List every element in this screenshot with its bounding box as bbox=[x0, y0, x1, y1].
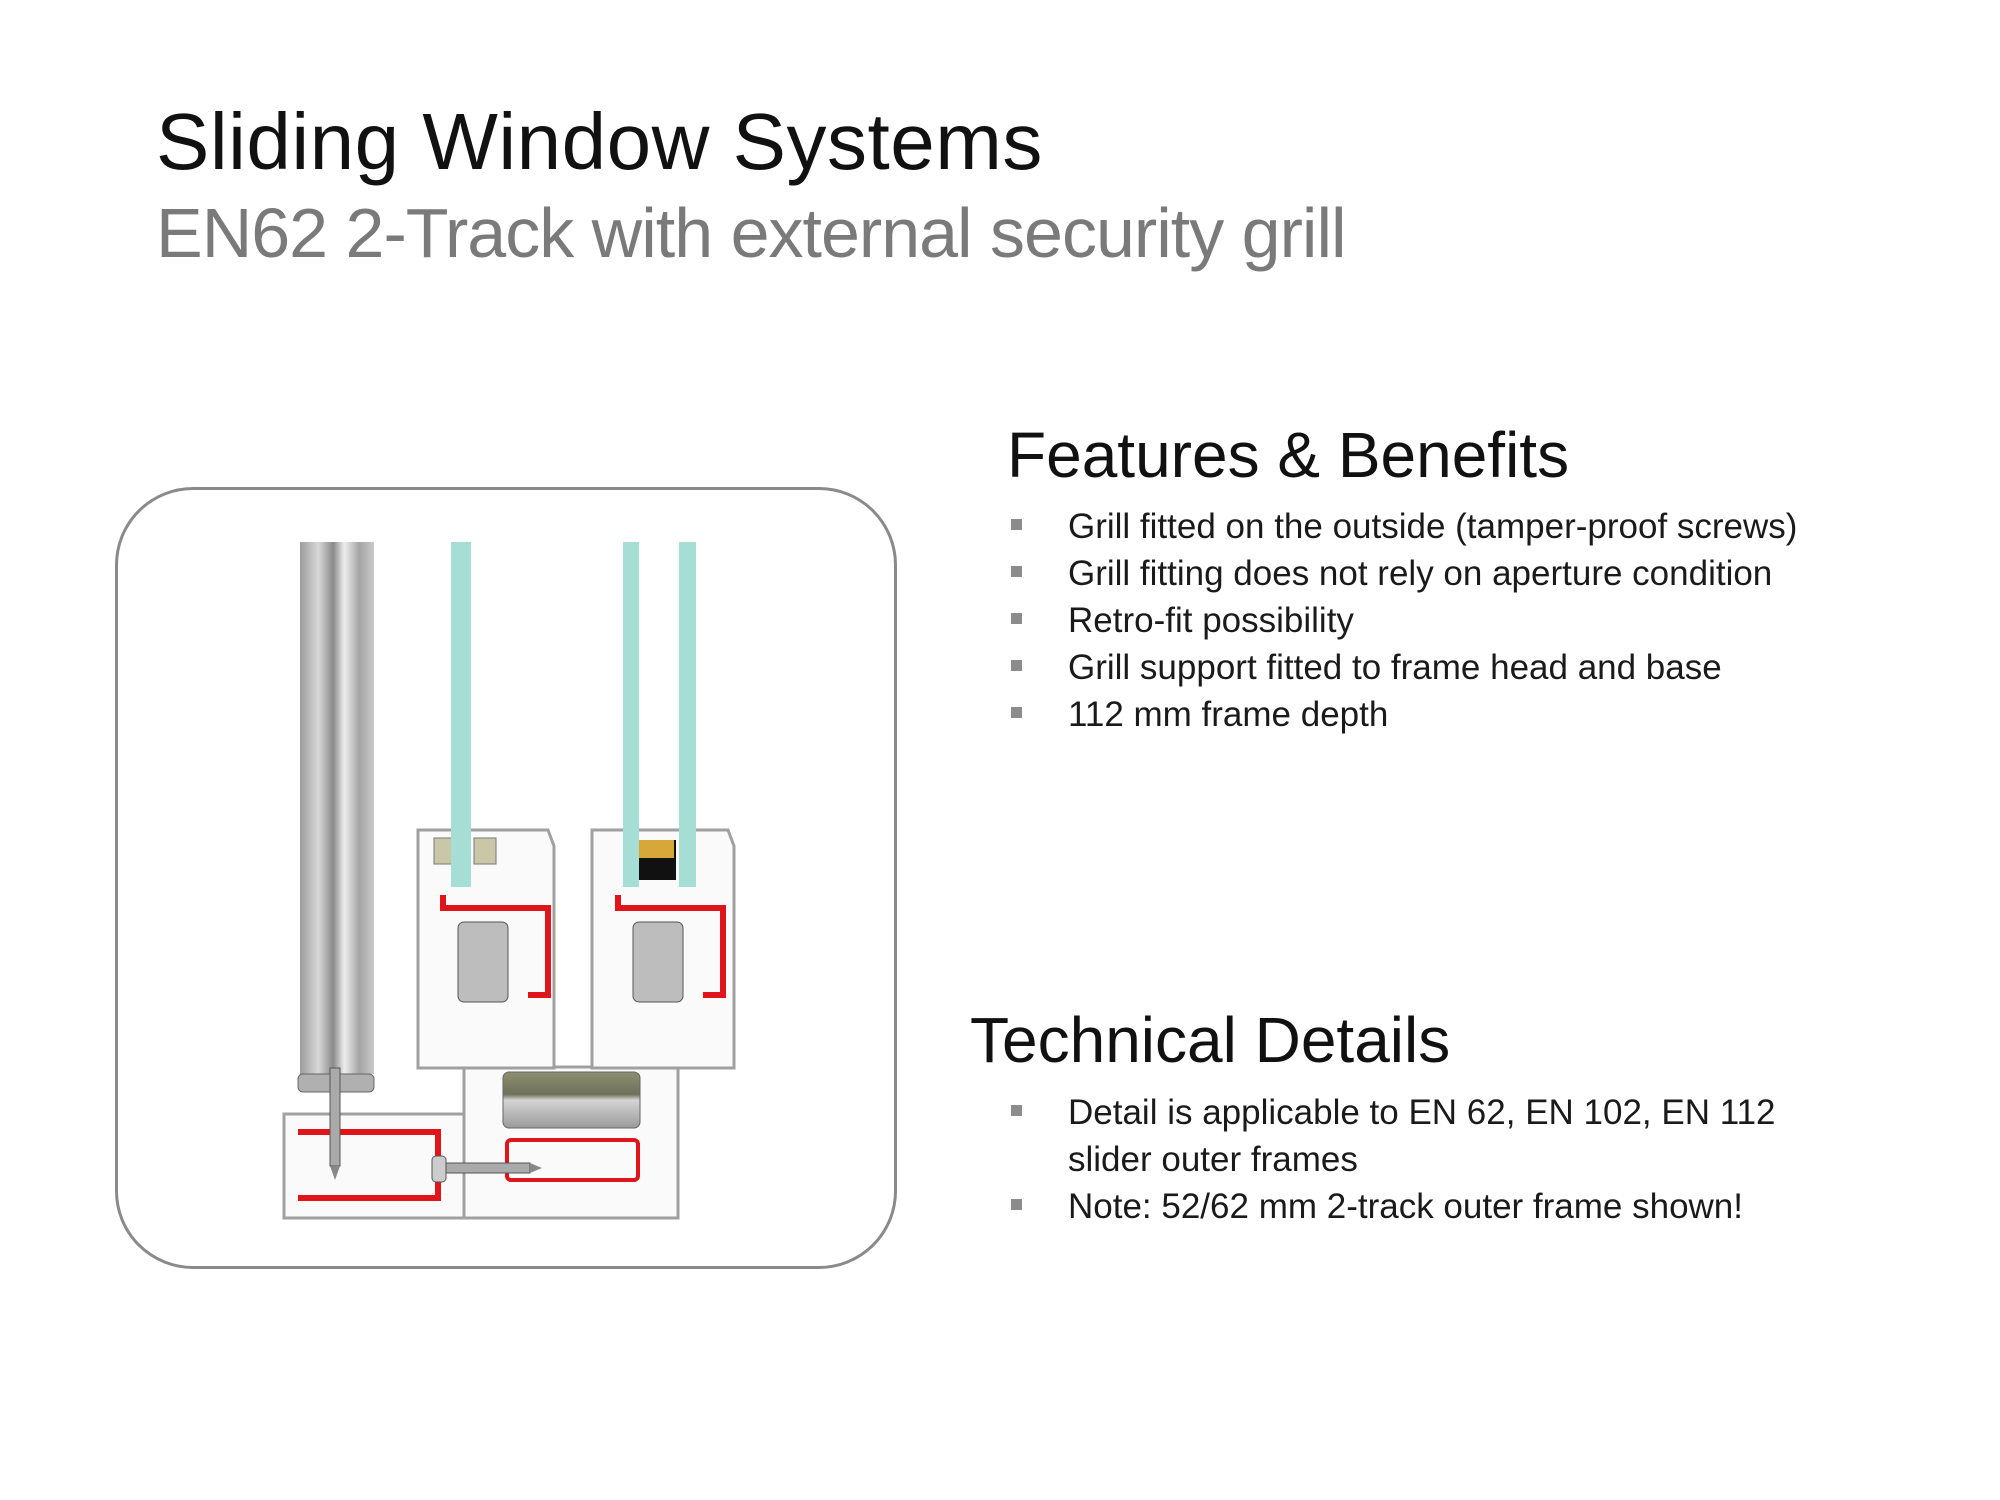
list-item: Note: 52/62 mm 2-track outer frame shown… bbox=[1011, 1183, 1776, 1230]
list-item: Retro-fit possibility bbox=[1011, 597, 1797, 644]
item-text: Retro-fit possibility bbox=[1068, 601, 1354, 640]
technical-list: Detail is applicable to EN 62, EN 102, E… bbox=[1011, 1089, 1776, 1230]
glass-pane-1 bbox=[451, 542, 471, 887]
list-item: Grill fitted on the outside (tamper-proo… bbox=[1011, 503, 1797, 550]
technical-heading: Technical Details bbox=[970, 1004, 1451, 1076]
list-item: Grill support fitted to frame head and b… bbox=[1011, 644, 1797, 691]
bullet-icon bbox=[1011, 566, 1022, 577]
item-text: 112 mm frame depth bbox=[1068, 695, 1389, 734]
cross-section-diagram bbox=[115, 487, 897, 1269]
item-text-continued: slider outer frames bbox=[1068, 1140, 1358, 1179]
list-item: Grill fitting does not rely on aperture … bbox=[1011, 550, 1797, 597]
security-grill-bar bbox=[300, 542, 374, 1074]
brush-seal bbox=[502, 1071, 641, 1129]
item-text: Grill fitting does not rely on aperture … bbox=[1068, 554, 1773, 593]
bullet-icon bbox=[1011, 707, 1022, 718]
item-text: Grill fitted on the outside (tamper-proo… bbox=[1068, 507, 1798, 546]
frame-reinforcement bbox=[505, 1138, 640, 1182]
bullet-icon bbox=[1011, 1199, 1022, 1210]
item-text: Note: 52/62 mm 2-track outer frame shown… bbox=[1068, 1187, 1743, 1226]
glass-pane-3 bbox=[679, 542, 696, 887]
features-list: Grill fitted on the outside (tamper-proo… bbox=[1011, 503, 1797, 738]
glass-pane-2 bbox=[623, 542, 639, 887]
item-text: Grill support fitted to frame head and b… bbox=[1068, 648, 1722, 687]
slide-subtitle: EN62 2-Track with external security gril… bbox=[156, 194, 1347, 272]
slide-title: Sliding Window Systems bbox=[156, 97, 1043, 186]
bullet-icon bbox=[1011, 660, 1022, 671]
list-item: 112 mm frame depth bbox=[1011, 691, 1797, 738]
bullet-icon bbox=[1011, 1105, 1022, 1116]
sash-1 bbox=[416, 828, 556, 1070]
bullet-icon bbox=[1011, 613, 1022, 624]
tamper-proof-screw-horizontal bbox=[431, 1155, 542, 1183]
window-profile-drawing bbox=[282, 542, 736, 1220]
features-heading: Features & Benefits bbox=[1007, 419, 1570, 491]
list-item: Detail is applicable to EN 62, EN 102, E… bbox=[1011, 1089, 1776, 1183]
sash-2 bbox=[590, 828, 736, 1070]
item-text: Detail is applicable to EN 62, EN 102, E… bbox=[1068, 1093, 1776, 1132]
bullet-icon bbox=[1011, 519, 1022, 530]
tamper-proof-screw-vertical bbox=[329, 1067, 341, 1180]
